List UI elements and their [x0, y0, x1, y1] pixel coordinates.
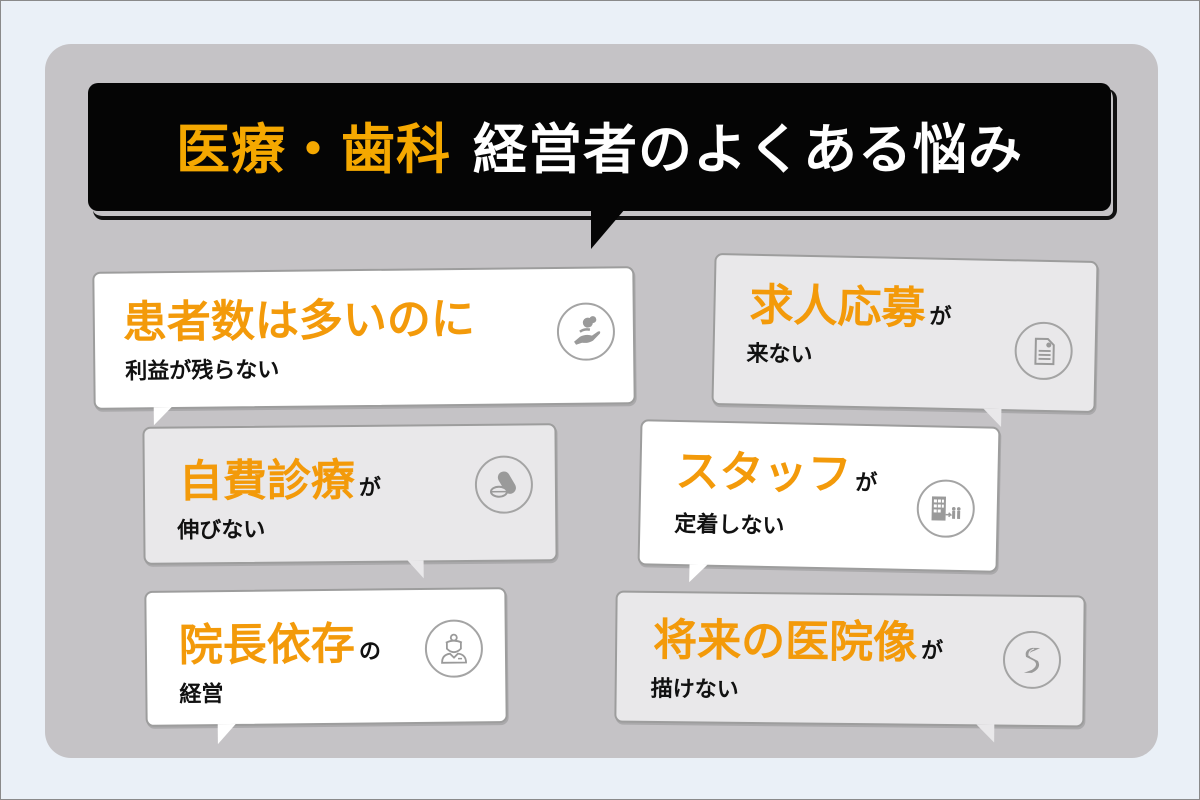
title-main: 経営者のよくある悩み — [473, 117, 1023, 181]
problem-headline: 自費診療 — [178, 454, 356, 508]
problem-suffix: の — [358, 639, 382, 665]
hand-holding-person-icon — [556, 302, 616, 361]
problem-suffix: が — [358, 475, 382, 501]
title-bubble: 医療・歯科経営者のよくある悩み — [88, 83, 1111, 211]
problem-bubble-recruiting: 求人応募が 来ない — [711, 252, 1099, 428]
doctor-headlamp-icon — [424, 619, 484, 678]
title-accent: 医療・歯科 — [176, 117, 451, 181]
problem-bubble-profit: 患者数は多いのに 利益が残らない — [92, 266, 636, 426]
bubble-tail — [153, 407, 172, 426]
bubble-tail — [689, 564, 708, 583]
problem-headline: 将来の医院像 — [652, 614, 918, 669]
problem-subtext: 利益が残らない — [125, 357, 280, 385]
problem-headline: スタッフ — [674, 445, 852, 501]
title-bubble-tail — [591, 209, 625, 249]
problem-subtext: 描けない — [650, 676, 739, 703]
problem-suffix: が — [855, 470, 878, 497]
bubble-tail — [976, 724, 995, 743]
problem-suffix: が — [920, 638, 944, 664]
problem-headline: 患者数は多いのに — [122, 293, 476, 349]
problem-headline: 求人応募 — [749, 279, 927, 335]
bubble-tail — [983, 408, 1002, 428]
problem-bubble-future-vision: 将来の医院像が 描けない — [614, 590, 1086, 743]
page-title: 医療・歯科経営者のよくある悩み — [176, 105, 1023, 184]
building-staff-leaving-icon — [916, 479, 976, 539]
winding-road-icon — [1002, 630, 1062, 690]
problem-bubble-staff-retention: スタッフが 定着しない — [637, 419, 1001, 583]
bubble-tail — [217, 723, 236, 745]
problem-bubble-director-dependency: 院長依存の 経営 — [144, 587, 508, 745]
problem-subtext: 来ない — [746, 341, 813, 369]
problem-headline: 院長依存 — [178, 618, 356, 672]
problem-subtext: 伸びない — [177, 517, 266, 544]
problem-subtext: 経営 — [179, 682, 224, 708]
problem-suffix: が — [929, 304, 952, 330]
bubble-tail — [407, 560, 424, 579]
pills-icon — [474, 455, 534, 514]
resume-document-icon — [1014, 321, 1074, 381]
problem-bubble-self-pay: 自費診療が 伸びない — [142, 423, 558, 579]
problem-subtext: 定着しない — [674, 511, 785, 540]
